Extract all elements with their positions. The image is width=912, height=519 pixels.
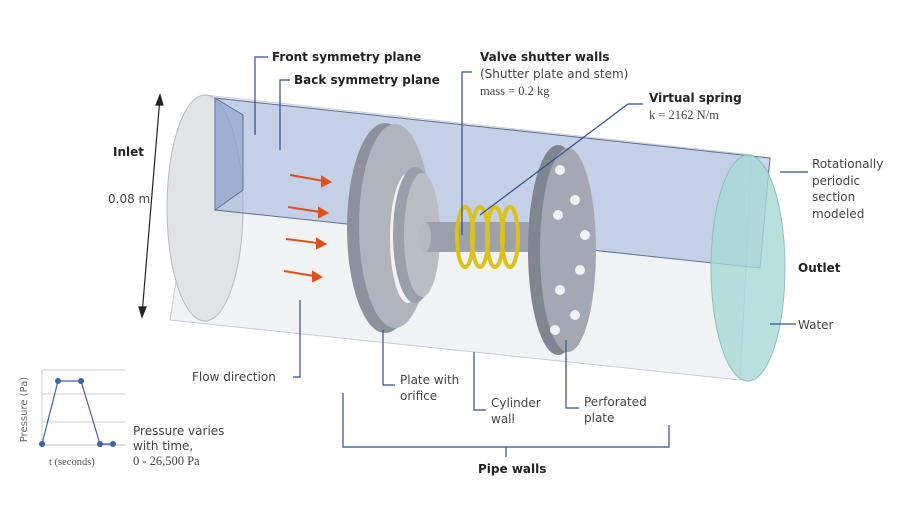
perforated-label-2: plate [584,411,615,425]
inset-xlabel: t (seconds) [49,457,95,468]
front-symmetry-plane-label: Front symmetry plane [272,50,422,64]
diameter-label: 0.08 m [108,192,151,206]
pressure-label-1: Pressure varies [133,424,225,438]
leader-lines [254,56,808,457]
flow-direction-label: Flow direction [192,370,276,384]
inset-ylabel: Pressure (Pa) [19,376,31,443]
water-label: Water [798,318,834,332]
outlet-face [710,154,786,382]
flow-arrows [283,174,333,283]
outlet-label: Outlet [798,261,841,275]
pipe-walls-label: Pipe walls [478,462,547,476]
cylinder-wall-label-1: Cylinder [491,396,541,410]
perforated-plate [528,145,596,355]
periodic-label-1: Rotationally [812,157,884,171]
pressure-label-3: 0 - 26,500 Pa [133,454,200,468]
diameter-dimension [138,93,164,319]
pressure-label-2: with time, [133,439,194,453]
periodic-label-3: section [812,190,856,204]
cylinder-wall-label-2: wall [491,412,515,426]
spring-constant: k = 2162 N/m [649,108,719,122]
valve-title: Valve shutter walls [480,50,610,64]
orifice-label-1: Plate with [400,373,460,387]
valve-mass: mass = 0.2 kg [480,84,550,98]
inlet-label: Inlet [113,145,144,159]
periodic-label-4: modeled [812,207,865,221]
pressure-inset-chart [39,369,125,447]
spring [455,205,520,269]
orifice-label-2: orifice [400,389,438,403]
valve-subtitle: (Shutter plate and stem) [480,67,629,81]
perforated-label-1: Perforated [584,395,647,409]
back-symmetry-plane-label: Back symmetry plane [294,73,440,87]
spring-title: Virtual spring [649,91,742,105]
periodic-label-2: periodic [812,174,861,188]
